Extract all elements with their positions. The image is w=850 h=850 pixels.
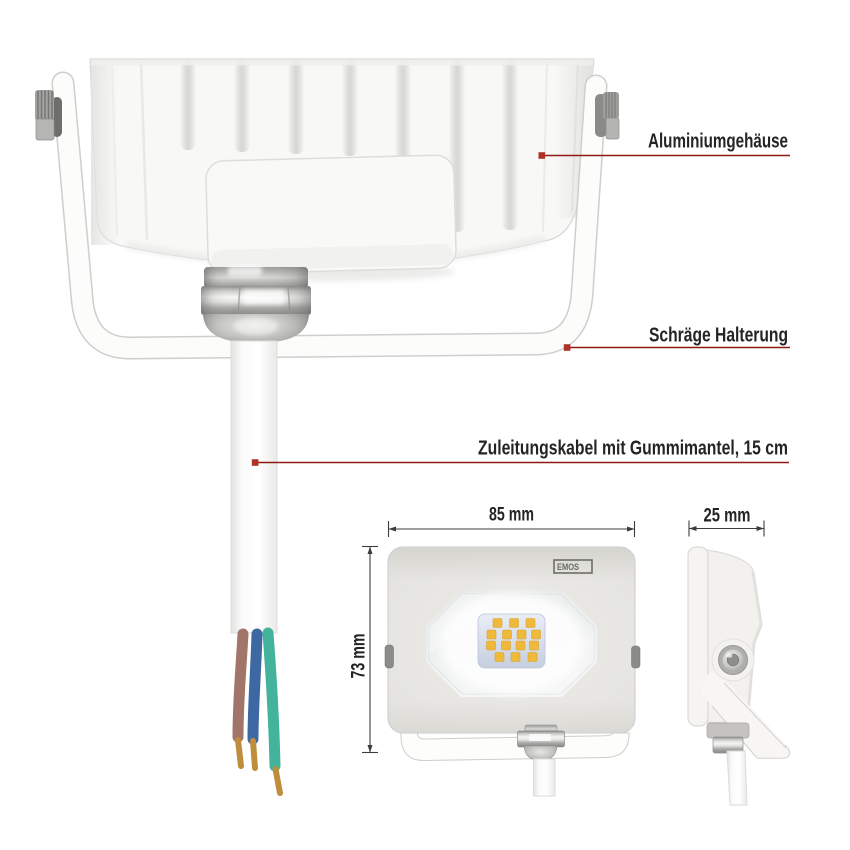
svg-text:25 mm: 25 mm [704,506,751,527]
svg-text:Schräge Halterung: Schräge Halterung [649,325,788,347]
svg-text:85 mm: 85 mm [489,505,534,526]
svg-text:EMOS: EMOS [557,562,579,572]
svg-text:73 mm: 73 mm [349,634,370,679]
svg-text:Aluminiumgehäuse: Aluminiumgehäuse [648,131,788,153]
svg-text:Zuleitungskabel mit Gummimante: Zuleitungskabel mit Gummimantel, 15 cm [478,438,788,460]
